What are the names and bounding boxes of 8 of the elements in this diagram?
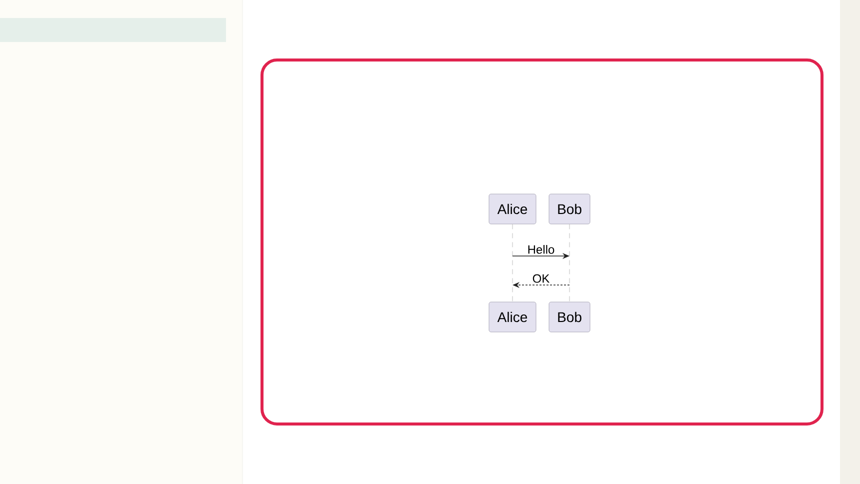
message-label: Hello	[528, 245, 554, 254]
message-label: OK	[532, 274, 550, 283]
lifeline	[512, 224, 513, 302]
participant-box: Bob	[548, 302, 590, 332]
participant-box: Bob	[548, 194, 590, 224]
participant-box: Alice	[488, 302, 536, 332]
lifeline	[569, 224, 570, 302]
participant-box: Alice	[488, 194, 536, 224]
